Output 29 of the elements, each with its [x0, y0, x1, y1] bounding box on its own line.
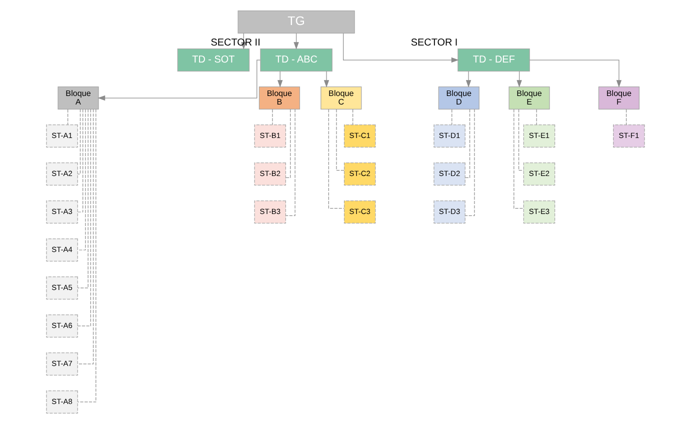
- arrow: [323, 71, 329, 88]
- connector: [518, 108, 524, 171]
- connector: [76, 109, 90, 326]
- connector: [352, 109, 353, 125]
- arrow: [528, 60, 622, 88]
- node-label: SECTOR I: [410, 38, 458, 49]
- connector: [77, 109, 83, 212]
- node-box: TD - ABC: [260, 48, 332, 72]
- arrow: [465, 71, 471, 88]
- arrow: [97, 60, 260, 101]
- arrow: [342, 33, 458, 63]
- node-box: TD - SOT: [176, 48, 250, 72]
- connector: [451, 109, 452, 125]
- connector: [76, 109, 88, 288]
- connector: [76, 109, 86, 250]
- connector: [67, 109, 68, 125]
- connector: [76, 108, 80, 174]
- connector: [464, 108, 470, 178]
- connector: [513, 109, 524, 209]
- connector: [625, 109, 626, 125]
- node-box: TD - DEF: [457, 48, 530, 72]
- connector: [336, 108, 344, 171]
- connector: [328, 109, 344, 209]
- node-label: SECTOR II: [210, 38, 260, 49]
- connector: [285, 108, 290, 178]
- connector: [76, 109, 96, 402]
- connector: [76, 108, 94, 364]
- node-box: TG: [237, 10, 354, 34]
- connector: [464, 108, 474, 216]
